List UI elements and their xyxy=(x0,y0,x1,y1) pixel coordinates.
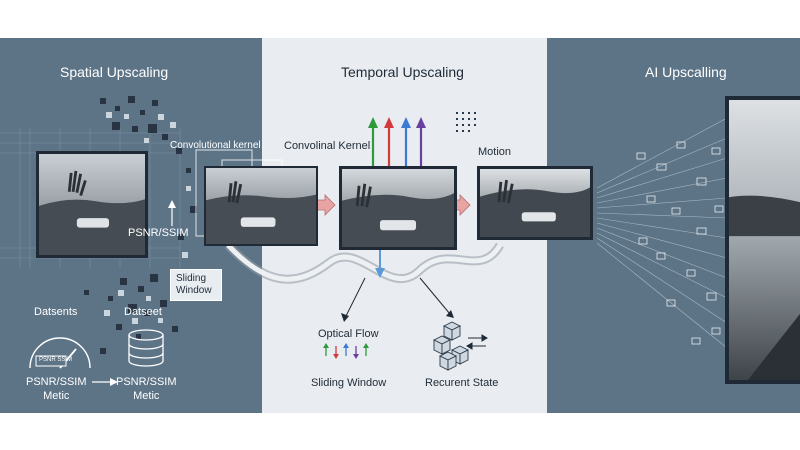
ai-frame xyxy=(725,96,800,384)
psnr-ssim-left-line2: Metic xyxy=(43,390,70,402)
dataset-label: Datseet xyxy=(124,306,162,318)
ai-title: AI Upscalling xyxy=(645,64,727,80)
spatial-frame xyxy=(36,151,148,258)
optical-flow-icon xyxy=(323,343,369,359)
optical-flow-label: Optical Flow xyxy=(318,328,379,340)
sliding-window-box-line2: Window xyxy=(176,285,212,296)
psnr-ssim-right: PSNR/SSIM Metic xyxy=(116,375,177,403)
temporal-frame-1 xyxy=(204,166,318,246)
gauge-icon xyxy=(29,337,91,369)
psnr-ssim-left-line1: PSNR/SSIM xyxy=(26,376,87,388)
gauge-caption: PSNR SSIM xyxy=(39,357,73,363)
database-icon xyxy=(128,329,164,367)
psnr-ssim-right-line2: Metic xyxy=(133,390,160,402)
temporal-frame-2 xyxy=(339,166,457,250)
psnr-ssim-left: PSNR/SSIM Metic xyxy=(26,375,87,403)
psnr-ssim-right-line1: PSNR/SSIM xyxy=(116,376,177,388)
temporal-frame-3 xyxy=(477,166,593,240)
recurrent-state-label: Recurent State xyxy=(425,377,499,389)
sliding-window-box: Sliding Window xyxy=(170,269,222,301)
sliding-window-box-line1: Sliding xyxy=(176,273,207,284)
recurrent-cubes-icon xyxy=(432,321,470,371)
datsents-label: Datsents xyxy=(34,306,78,318)
swap-arrows-icon xyxy=(466,334,488,350)
spatial-title: Spatial Upscaling xyxy=(60,64,169,80)
motion-label: Motion xyxy=(478,146,512,158)
psnr-ssim-mid-label: PSNR/SSIM xyxy=(128,227,189,239)
ai-streaks-art xyxy=(596,117,728,349)
temporal-title: Temporal Upscaling xyxy=(341,64,464,80)
sliding-window-label: Sliding Window xyxy=(311,377,387,389)
conv-kernel-center-label: Convolinal Kernel xyxy=(284,140,371,152)
conv-kernel-left-label: Convolutional kernel xyxy=(170,140,261,151)
ai-panel: AI Upscalling xyxy=(547,38,800,413)
